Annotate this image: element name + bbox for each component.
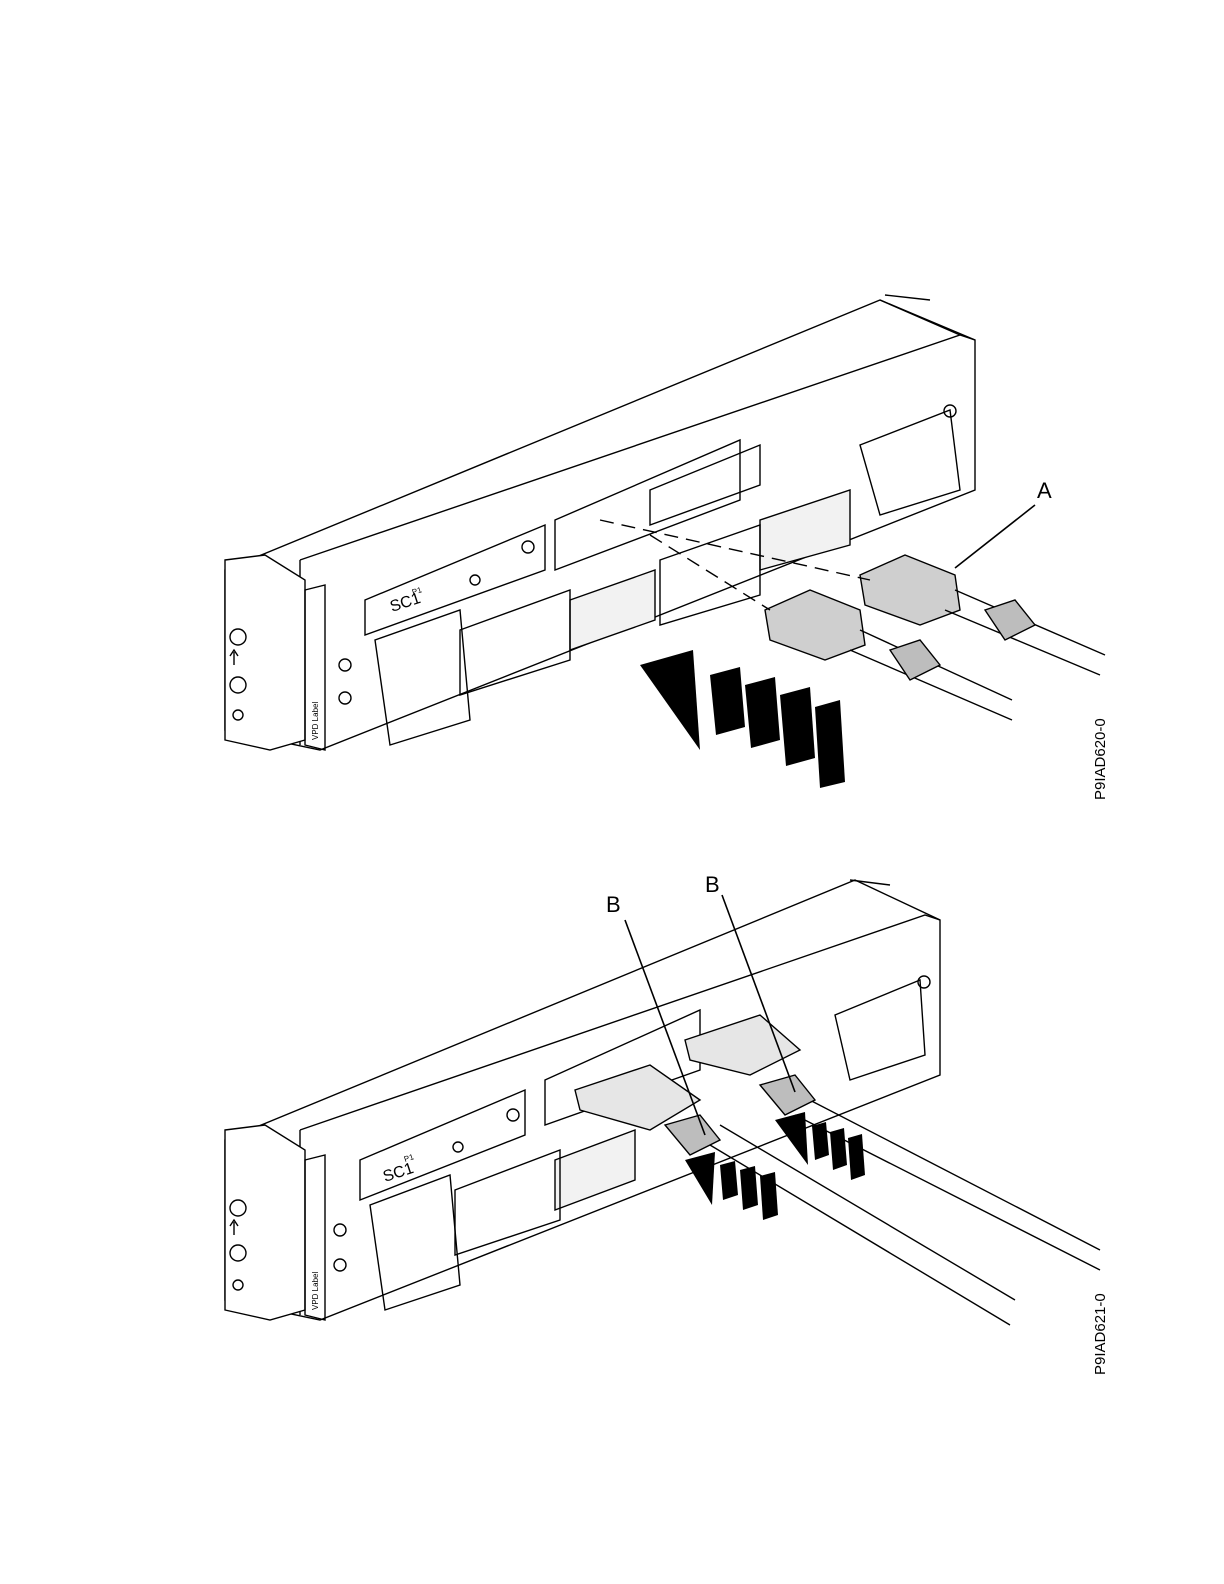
server-rear-drawing: SC1 P1 VPD Label A (0, 280, 1224, 820)
callout-a: A (1037, 478, 1052, 503)
callout-b-right: B (705, 872, 720, 897)
server-rear-drawing-connected: SC1 P1 VPD Label B B (0, 860, 1224, 1420)
vpd-label: VPD Label (311, 1272, 320, 1310)
figure-cable-alignment: SC1 P1 VPD Label A P9IAD620-0 (0, 280, 1224, 820)
callout-a-leader (955, 505, 1035, 568)
rack-ear-left (225, 555, 305, 750)
callout-b-left: B (606, 892, 621, 917)
figure-id-label: P9IAD620-0 (1092, 718, 1109, 800)
rack-ear-left (225, 1125, 305, 1320)
insert-direction-arrow (640, 650, 845, 788)
cable-connector-lower (765, 590, 865, 660)
figure-id-label: P9IAD621-0 (1092, 1293, 1109, 1375)
cable-connector-a (860, 555, 960, 625)
figure-cable-connected: SC1 P1 VPD Label B B P9IAD621-0 (0, 860, 1224, 1420)
vpd-label: VPD Label (311, 702, 320, 740)
